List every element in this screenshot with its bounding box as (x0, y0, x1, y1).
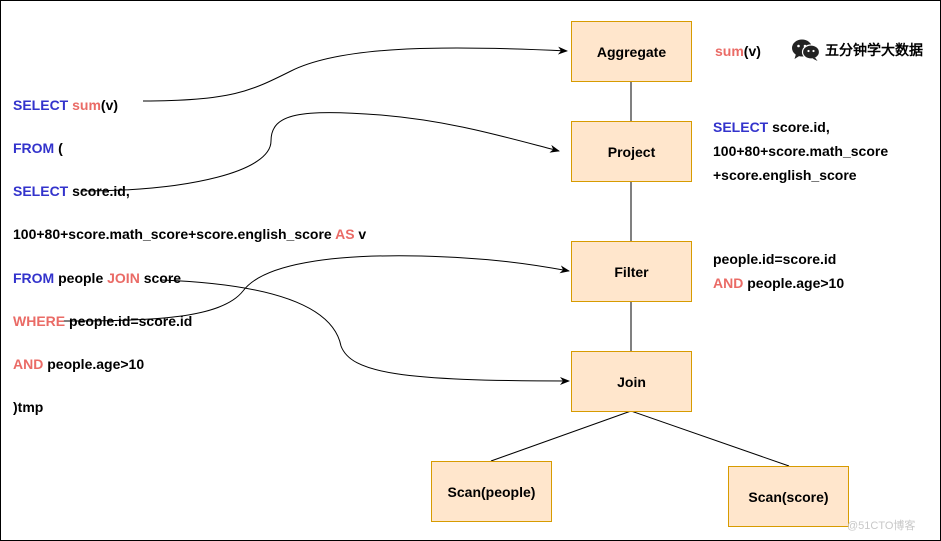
arrow-sum-to-aggregate (142, 46, 568, 102)
node-scan-people[interactable]: Scan(people) (431, 461, 552, 522)
sql-text: 100+80+score.math_score+score.english_sc… (13, 226, 336, 242)
wechat-icon (792, 39, 821, 61)
node-label: Join (617, 373, 646, 390)
annotation-line: 100+80+score.math_score (713, 143, 889, 159)
annotation-line: SELECT score.id, (713, 115, 888, 139)
sql-line-and: AND people.age>10 (13, 356, 144, 373)
sql-text: score (139, 270, 182, 286)
node-join[interactable]: Join (571, 351, 692, 412)
annotation-function: sum (715, 43, 744, 59)
annotation-aggregate: sum(v) (715, 39, 761, 63)
sql-keyword: WHERE (13, 313, 66, 329)
annotation-text: (v) (743, 43, 761, 59)
node-aggregate[interactable]: Aggregate (571, 21, 692, 82)
sql-line-select-sum: SELECT sum(v) (13, 97, 118, 114)
sql-line-from: FROM ( (13, 140, 63, 157)
sql-line-where: WHERE people.id=score.id (13, 313, 192, 330)
annotation-line: AND people.age>10 (713, 271, 844, 295)
arrow-where-to-filter (60, 255, 570, 322)
sql-text: ( (54, 140, 63, 156)
annotation-project: SELECT score.id, 100+80+score.math_score… (713, 115, 888, 187)
arrow-join-to-join (160, 279, 570, 385)
annotation-keyword: AND (713, 275, 744, 291)
arrow-select-to-project (80, 112, 560, 192)
annotation-line: +score.english_score (713, 167, 857, 183)
sql-keyword: JOIN (107, 270, 140, 286)
annotation-keyword: SELECT (713, 119, 769, 135)
annotation-text: score.id, (768, 119, 830, 135)
sql-line-inner-select: SELECT score.id, (13, 183, 130, 200)
node-filter[interactable]: Filter (571, 241, 692, 302)
sql-line-tmp: )tmp (13, 399, 43, 416)
sql-text: score.id, (68, 183, 130, 199)
sql-line-expression: 100+80+score.math_score+score.english_sc… (13, 226, 366, 243)
node-project[interactable]: Project (571, 121, 692, 182)
sql-keyword: AS (335, 226, 355, 242)
annotation-line: people.id=score.id (713, 251, 837, 267)
annotation-text: people.age>10 (743, 275, 845, 291)
annotation-filter: people.id=score.id AND people.age>10 (713, 247, 844, 295)
node-scan-score[interactable]: Scan(score) (728, 466, 849, 527)
edge-join-scan-people (490, 410, 632, 462)
sql-keyword: FROM (13, 140, 55, 156)
sql-text: people.id=score.id (65, 313, 193, 329)
brand-name: 五分钟学大数据 (825, 42, 923, 58)
sql-text: (v) (100, 97, 119, 113)
node-label: Scan(score) (748, 488, 829, 505)
node-label: Filter (614, 263, 649, 280)
brand-label: 五分钟学大数据 (791, 38, 923, 62)
node-label: Aggregate (596, 43, 667, 60)
sql-text: people (54, 270, 108, 286)
sql-keyword: AND (13, 356, 44, 372)
edge-join-scan-score (630, 410, 790, 467)
node-label: Scan(people) (447, 483, 536, 500)
sql-text: )tmp (13, 399, 44, 415)
sql-line-from-join: FROM people JOIN score (13, 270, 181, 287)
sql-keyword: FROM (13, 270, 55, 286)
sql-keyword: SELECT (13, 97, 69, 113)
node-label: Project (607, 143, 656, 160)
sql-text: people.age>10 (43, 356, 145, 372)
sql-text: v (354, 226, 367, 242)
sql-function: sum (72, 97, 101, 113)
sql-keyword: SELECT (13, 183, 69, 199)
watermark: @51CTO博客 (847, 520, 916, 532)
